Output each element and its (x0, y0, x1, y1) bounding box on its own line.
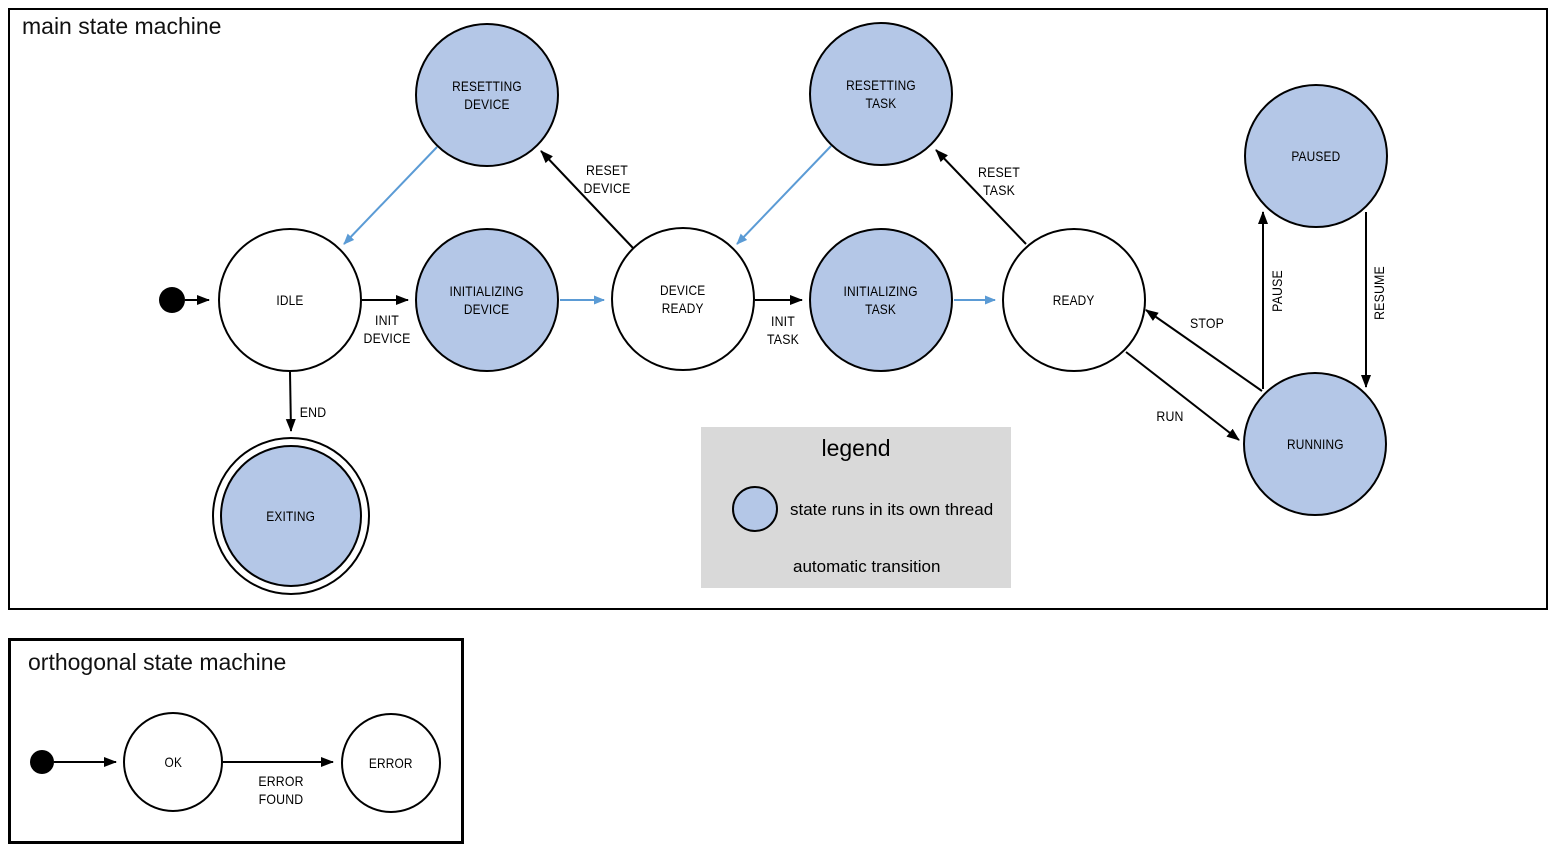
legend-thread-state-icon (732, 486, 778, 532)
state-error: ERROR (341, 713, 441, 813)
state-resetting-task-label: RESETTING TASK (846, 76, 916, 111)
label-init-device: INIT DEVICE (363, 311, 411, 346)
state-resetting-task: RESETTING TASK (809, 22, 953, 166)
state-device-ready-label: DEVICE READY (660, 281, 706, 316)
label-end: END (299, 403, 327, 420)
state-resetting-device: RESETTING DEVICE (415, 23, 559, 167)
state-initializing-task: INITIALIZING TASK (809, 228, 953, 372)
state-idle-label: IDLE (276, 291, 304, 308)
label-run: RUN (1156, 407, 1184, 424)
state-running: RUNNING (1243, 372, 1387, 516)
state-initializing-device-label: INITIALIZING DEVICE (449, 282, 525, 317)
state-ready-label: READY (1053, 291, 1095, 308)
orthogonal-state-machine-panel (8, 638, 464, 844)
state-ok-label: OK (164, 753, 182, 770)
initial-state-dot-orthogonal (30, 750, 54, 774)
legend-thread-state-label: state runs in its own thread (790, 500, 994, 519)
state-resetting-device-label: RESETTING DEVICE (452, 77, 522, 112)
main-panel-title: main state machine (22, 13, 222, 39)
label-stop: STOP (1189, 314, 1225, 331)
state-device-ready: DEVICE READY (611, 227, 755, 371)
label-error-found: ERROR FOUND (258, 772, 304, 807)
legend-auto-transition-label: automatic transition (793, 557, 941, 576)
state-initializing-task-label: INITIALIZING TASK (843, 282, 919, 317)
label-resume: RESUME (1370, 266, 1387, 320)
legend-title: legend (821, 435, 891, 461)
label-reset-task: RESET TASK (978, 163, 1020, 198)
state-paused: PAUSED (1244, 84, 1388, 228)
state-error-label: ERROR (369, 754, 413, 771)
state-idle: IDLE (218, 228, 362, 372)
label-init-task: INIT TASK (767, 312, 799, 347)
orthogonal-panel-title: orthogonal state machine (28, 649, 287, 675)
state-running-label: RUNNING (1286, 435, 1344, 452)
label-reset-device: RESET DEVICE (583, 161, 631, 196)
label-pause: PAUSE (1268, 270, 1285, 312)
state-paused-label: PAUSED (1291, 147, 1341, 164)
initial-state-dot-main (159, 287, 185, 313)
state-exiting-inner-circle: EXITING (220, 445, 362, 587)
state-ready: READY (1002, 228, 1146, 372)
state-ok: OK (123, 712, 223, 812)
state-exiting-final: EXITING (212, 437, 370, 595)
state-exiting-label: EXITING (266, 507, 316, 524)
main-state-machine-panel (8, 8, 1548, 610)
state-initializing-device: INITIALIZING DEVICE (415, 228, 559, 372)
